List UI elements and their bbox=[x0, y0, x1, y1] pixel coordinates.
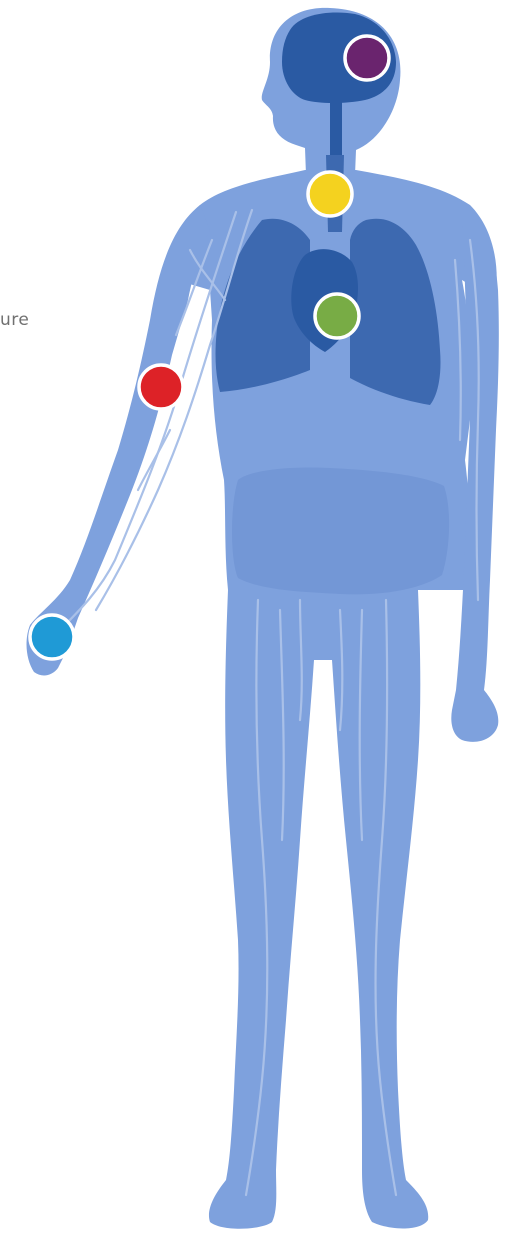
arm-marker bbox=[139, 365, 183, 409]
neck-marker bbox=[308, 172, 352, 216]
brain-marker bbox=[345, 36, 389, 80]
hand-marker bbox=[30, 615, 74, 659]
body-silhouette bbox=[27, 8, 499, 1229]
heart-marker bbox=[315, 294, 359, 338]
